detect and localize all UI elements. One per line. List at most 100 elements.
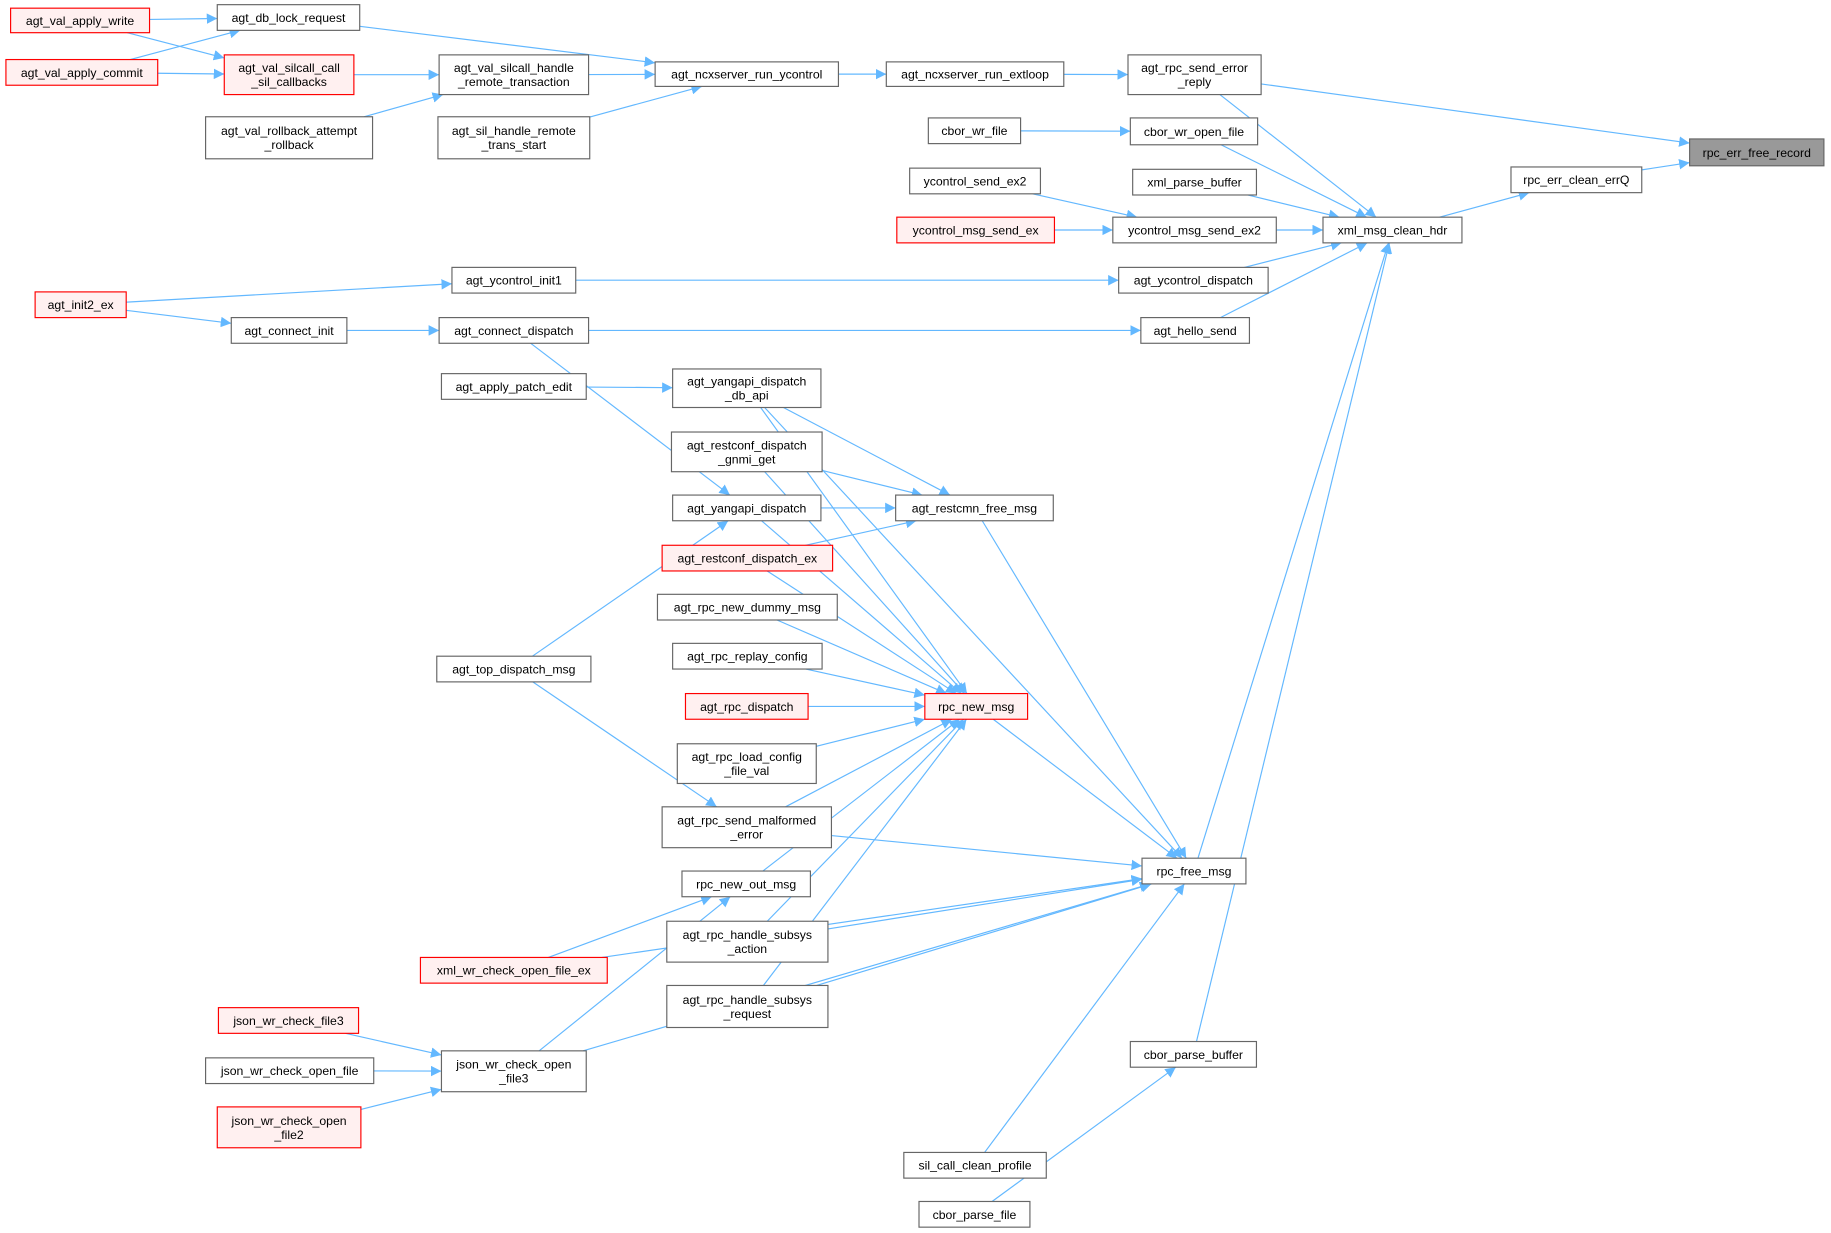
node-restconf-gnmi-get[interactable]: agt_restconf_dispatch_gnmi_get [670, 431, 823, 473]
node-json-wr-check-open-file3[interactable]: json_wr_check_open_file3 [440, 1050, 587, 1093]
node-xml-parse-buffer[interactable]: xml_parse_buffer [1132, 168, 1258, 196]
edge-send_malformed-to-rpc_free_msg [831, 834, 1143, 871]
node-db-lock[interactable]: agt_db_lock_request [216, 4, 361, 31]
node-ycontrol-msg-send-ex[interactable]: ycontrol_msg_send_ex [896, 216, 1056, 244]
edge-json_wr_check_open_file2-to-json_wr_check_open_file3 [360, 1086, 442, 1110]
node-box [419, 956, 608, 984]
node-label: xml_msg_clean_hdr [1338, 223, 1448, 237]
node-box [1322, 216, 1463, 244]
node-box [1510, 166, 1643, 194]
node-box [1141, 857, 1247, 885]
node-send-malformed[interactable]: agt_rpc_send_malformed_error [661, 806, 833, 849]
node-sil-call-clean-profile[interactable]: sil_call_clean_profile [903, 1151, 1047, 1179]
node-xml-wr-check-open-file-ex[interactable]: xml_wr_check_open_file_ex [419, 956, 608, 984]
node-top-dispatch-msg[interactable]: agt_top_dispatch_msg [436, 655, 592, 683]
node-label: agt_rpc_handle_subsys [683, 928, 812, 942]
edge-xml_wr_check_open_file_ex-to-rpc_new_out_msg [548, 895, 712, 958]
node-restcmn-free-msg[interactable]: agt_restcmn_free_msg [895, 494, 1054, 522]
node-load-config[interactable]: agt_rpc_load_config_file_val [676, 743, 817, 785]
node-box [216, 1106, 362, 1149]
node-apply-write[interactable]: agt_val_apply_write [10, 7, 151, 34]
node-init2-ex[interactable]: agt_init2_ex [34, 291, 127, 319]
node-label: agt_rpc_replay_config [687, 650, 808, 664]
node-cbor-parse-file[interactable]: cbor_parse_file [918, 1200, 1031, 1228]
node-box [1129, 117, 1259, 146]
node-label: agt_rpc_send_error [1141, 61, 1248, 75]
node-connect-init[interactable]: agt_connect_init [230, 317, 348, 344]
node-label: _request [723, 1007, 772, 1021]
node-subsys-action[interactable]: agt_rpc_handle_subsys_action [666, 920, 829, 963]
node-label: agt_restconf_dispatch [687, 438, 807, 452]
node-label: agt_restcmn_free_msg [912, 501, 1037, 515]
node-silcall-handle[interactable]: agt_val_silcall_handle_remote_transactio… [438, 54, 590, 96]
edge-replay_config-to-rpc_new_msg [805, 668, 925, 699]
node-cbor-wr-open-file[interactable]: cbor_wr_open_file [1129, 117, 1259, 146]
node-box [440, 373, 587, 400]
node-rpc-err-clean-errQ[interactable]: rpc_err_clean_errQ [1510, 166, 1643, 194]
node-box [666, 920, 829, 963]
node-box [205, 1057, 375, 1085]
node-json-wr-check-open-file2[interactable]: json_wr_check_open_file2 [216, 1106, 362, 1149]
node-rollback[interactable]: agt_val_rollback_attempt_rollback [205, 116, 374, 160]
node-rpc-dispatch[interactable]: agt_rpc_dispatch [684, 692, 809, 720]
node-sil-handle-remote[interactable]: agt_sil_handle_remote_trans_start [437, 116, 591, 160]
node-new-dummy-msg[interactable]: agt_rpc_new_dummy_msg [656, 593, 838, 621]
node-box [216, 4, 361, 31]
node-box [654, 61, 840, 87]
node-rpc-err-free-record[interactable]: rpc_err_free_record [1689, 138, 1825, 167]
edge-restconf_dispatch_ex-to-restcmn_free_msg [805, 517, 917, 546]
node-connect-dispatch[interactable]: agt_connect_dispatch [438, 317, 590, 344]
node-box [676, 743, 817, 785]
edge-rollback-to-silcall_handle [363, 92, 444, 118]
node-box [909, 167, 1042, 195]
node-run-extloop[interactable]: agt_ncxserver_run_extloop [885, 61, 1065, 87]
node-hello-send[interactable]: agt_hello_send [1140, 317, 1251, 344]
node-label: agt_val_silcall_call [238, 61, 339, 75]
edge-restconf_dispatch_ex-to-rpc_new_msg [766, 570, 957, 695]
node-send-error-reply[interactable]: agt_rpc_send_error_reply [1127, 54, 1262, 96]
node-label: _file3 [498, 1072, 528, 1086]
node-label: cbor_wr_open_file [1144, 125, 1244, 139]
node-box [10, 7, 151, 34]
node-ycontrol-msg-send-ex2[interactable]: ycontrol_msg_send_ex2 [1112, 216, 1277, 244]
node-box [437, 116, 591, 160]
node-json-wr-check-open-file[interactable]: json_wr_check_open_file [205, 1057, 375, 1085]
node-label: sil_call_clean_profile [919, 1159, 1032, 1173]
node-label: agt_rpc_handle_subsys [683, 993, 812, 1007]
node-label: agt_init2_ex [48, 298, 114, 312]
node-rpc-new-out-msg[interactable]: rpc_new_out_msg [681, 870, 811, 898]
node-yangapi-db-api[interactable]: agt_yangapi_dispatch_db_api [672, 368, 822, 409]
node-box [896, 216, 1056, 244]
node-label: rpc_new_msg [938, 700, 1014, 714]
edge-load_config-to-rpc_new_msg [816, 716, 925, 747]
node-label: agt_ncxserver_run_ycontrol [671, 68, 822, 82]
node-box [205, 116, 374, 160]
node-ycontrol-send-ex2[interactable]: ycontrol_send_ex2 [909, 167, 1042, 195]
node-apply-commit[interactable]: agt_val_apply_commit [5, 58, 159, 86]
node-restconf-dispatch-ex[interactable]: agt_restconf_dispatch_ex [661, 544, 834, 572]
node-cbor-wr-file[interactable]: cbor_wr_file [927, 117, 1022, 145]
node-silcall-call[interactable]: agt_val_silcall_call_sil_callbacks [223, 54, 355, 96]
node-rpc-free-msg[interactable]: rpc_free_msg [1141, 857, 1247, 885]
node-apply-patch-edit[interactable]: agt_apply_patch_edit [440, 373, 587, 400]
node-subsys-request[interactable]: agt_rpc_handle_subsys_request [666, 984, 829, 1029]
node-yangapi-dispatch[interactable]: agt_yangapi_dispatch [672, 494, 822, 522]
node-run-ycontrol[interactable]: agt_ncxserver_run_ycontrol [654, 61, 840, 87]
node-replay-config[interactable]: agt_rpc_replay_config [672, 642, 823, 670]
node-box [672, 642, 823, 670]
node-label: agt_sil_handle_remote [452, 124, 576, 138]
node-ycontrol-dispatch[interactable]: agt_ycontrol_dispatch [1118, 266, 1269, 294]
node-box [885, 61, 1065, 87]
edge-yangapi_db_api-to-restcmn_free_msg [783, 406, 951, 496]
node-ycontrol-init1[interactable]: agt_ycontrol_init1 [451, 266, 577, 294]
node-rpc-new-msg[interactable]: rpc_new_msg [924, 692, 1029, 720]
node-box [672, 494, 822, 522]
node-json-wr-check-file3[interactable]: json_wr_check_file3 [217, 1007, 360, 1034]
node-label: agt_rpc_load_config [692, 750, 803, 764]
node-label: _sil_callbacks [250, 75, 327, 89]
edge-rpc_new_msg-to-rpc_free_msg [992, 718, 1178, 859]
node-xml-msg-clean-hdr[interactable]: xml_msg_clean_hdr [1322, 216, 1463, 244]
edge-subsys_action-to-rpc_free_msg [827, 875, 1143, 930]
node-cbor-parse-buffer[interactable]: cbor_parse_buffer [1129, 1040, 1258, 1068]
